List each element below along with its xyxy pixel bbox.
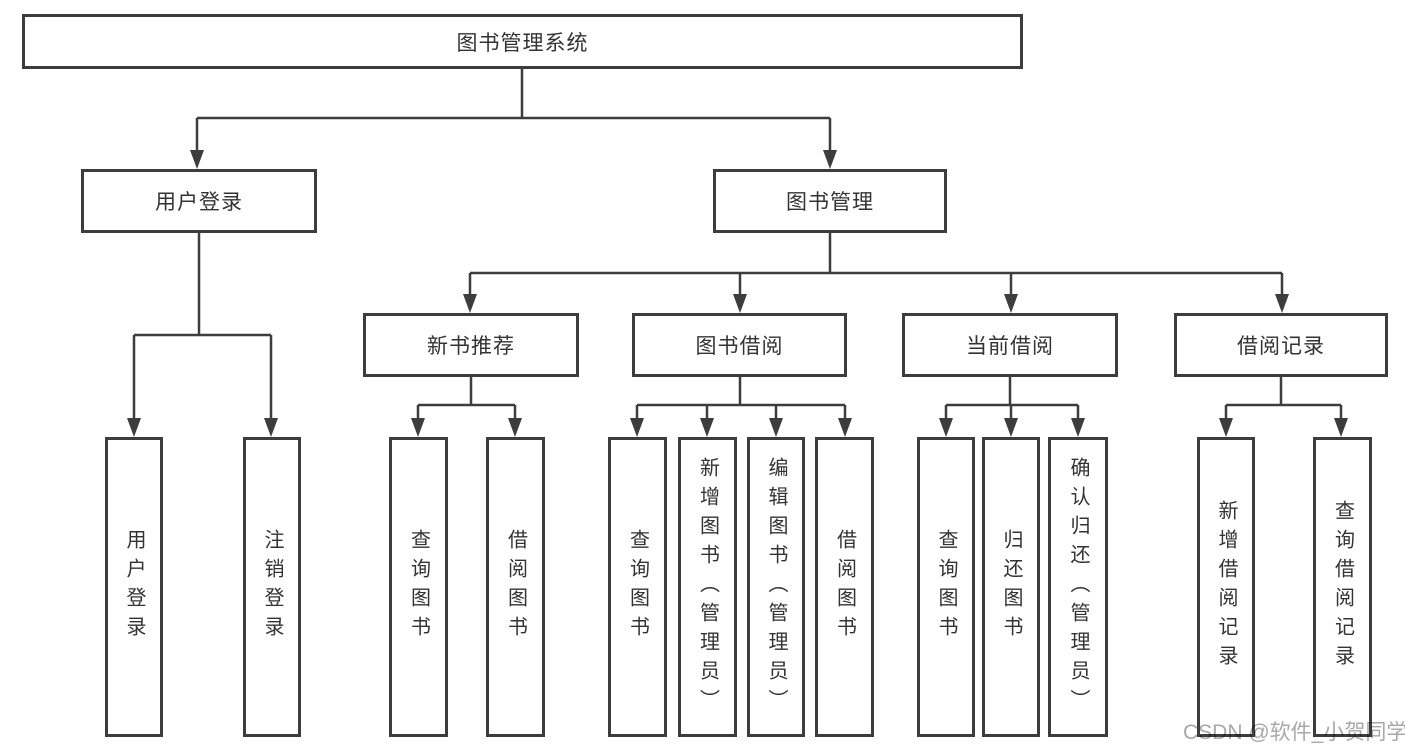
connector-segments [132,68,1343,420]
node-borrowing-records: 借阅记录 [1174,313,1388,377]
leaf-add-books-admin: 新增图书（管理员） [678,437,737,737]
leaf-add-borrow-record: 新增借阅记录 [1197,437,1255,737]
node-label: 确认归还（管理员） [1067,456,1089,718]
leaf-search-borrow-record: 查询借阅记录 [1313,437,1372,737]
node-label: 图书借阅 [695,335,784,358]
node-label: 新书推荐 [427,335,515,358]
node-label: 借阅记录 [1237,335,1325,358]
node-user-login: 用户登录 [81,169,317,233]
leaf-borrow-books: 借阅图书 [815,437,874,737]
leaf-logout: 注销登录 [243,437,301,737]
arrowheads [127,150,1348,437]
node-new-book-recommend: 新书推荐 [363,313,579,377]
node-label: 当前借阅 [966,335,1054,358]
node-label: 新增图书（管理员） [696,456,719,718]
node-label: 用户登录 [155,191,243,214]
node-current-borrowing: 当前借阅 [902,313,1118,377]
csdn-watermark: CSDN @软件_小贺同学 [1183,721,1405,744]
node-label: 图书管理 [786,191,874,214]
node-label: 借阅图书 [504,529,527,645]
leaf-search-books-recommend: 查询图书 [389,437,448,737]
node-label: 借阅图书 [833,529,856,645]
node-root-book-management-system: 图书管理系统 [22,14,1023,69]
node-label: 查询借阅记录 [1331,500,1354,674]
node-book-management: 图书管理 [713,169,947,233]
node-label: 查询图书 [407,529,430,645]
node-label: 编辑图书（管理员） [765,456,787,718]
node-book-borrowing: 图书借阅 [632,313,847,377]
node-label: 查询图书 [626,529,649,645]
node-label: 新增借阅记录 [1215,500,1237,674]
leaf-borrow-books-recommend: 借阅图书 [486,437,545,737]
node-label: 查询图书 [935,529,957,645]
leaf-confirm-return-admin: 确认归还（管理员） [1048,437,1108,737]
leaf-return-books: 归还图书 [982,437,1040,737]
node-label: 图书管理系统 [456,31,589,55]
leaf-search-books-current: 查询图书 [917,437,975,737]
leaf-search-books-borrowing: 查询图书 [608,437,667,737]
node-label: 归还图书 [1000,529,1022,645]
leaf-edit-books-admin: 编辑图书（管理员） [747,437,805,737]
node-label: 注销登录 [261,529,283,645]
node-label: 用户登录 [123,529,145,645]
leaf-user-login: 用户登录 [105,437,163,737]
